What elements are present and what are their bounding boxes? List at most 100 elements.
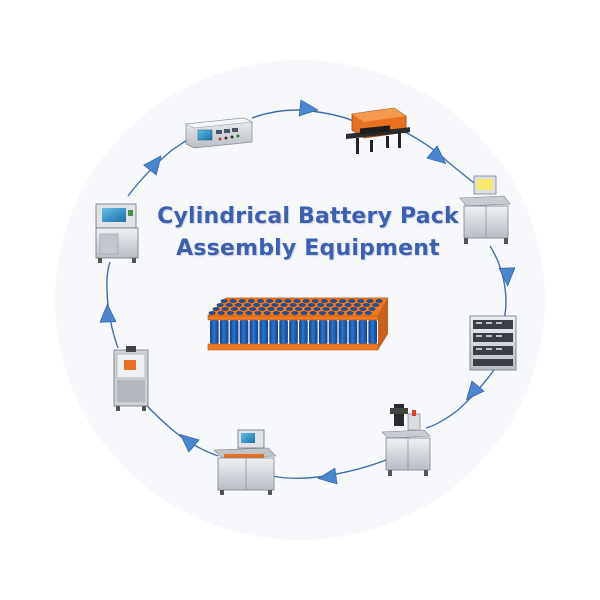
cell-terminal <box>317 303 325 307</box>
cell-terminal <box>234 303 242 307</box>
cell-terminal <box>289 303 297 307</box>
cell-terminal <box>249 307 257 311</box>
cell-terminal <box>226 311 234 315</box>
battery-cell <box>259 320 269 344</box>
cell-terminal <box>257 299 265 303</box>
cell-terminal <box>243 303 251 307</box>
arrow-2 <box>426 145 447 165</box>
battery-cell <box>299 320 308 344</box>
cell-terminal <box>295 307 303 311</box>
cell-terminal <box>313 307 321 311</box>
cycle-line-2 <box>404 131 479 187</box>
battery-cell <box>338 320 348 344</box>
cell-terminal <box>353 303 361 307</box>
cell-terminal <box>375 299 383 303</box>
cell-terminal <box>309 311 317 315</box>
shrink-tunnel-machine-icon <box>346 107 410 154</box>
cell-terminal <box>364 311 372 315</box>
battery-cell <box>279 320 288 344</box>
cell-terminal <box>293 299 301 303</box>
cell-terminal <box>300 311 308 315</box>
cycle-line-5 <box>271 459 387 479</box>
cell-terminal <box>368 307 376 311</box>
battery-cell <box>249 320 259 344</box>
cell-terminal <box>362 303 370 307</box>
holder-bottom <box>207 343 379 351</box>
cell-terminal <box>280 303 288 307</box>
cell-bodies <box>210 320 377 344</box>
cell-terminal <box>275 299 283 303</box>
arrow-5 <box>317 467 338 485</box>
cell-terminal <box>272 311 280 315</box>
battery-cell <box>210 320 219 344</box>
cell-terminal <box>217 311 225 315</box>
cell-tops <box>208 299 383 315</box>
cycle-line-7 <box>106 261 119 349</box>
aging-cabinet-icon <box>469 315 517 371</box>
cell-terminal <box>331 307 339 311</box>
cell-terminal <box>335 303 343 307</box>
cell-terminal <box>285 307 293 311</box>
battery-cell <box>368 320 377 344</box>
cell-terminal <box>359 307 367 311</box>
cell-terminal <box>284 299 292 303</box>
holder-mid <box>207 315 379 321</box>
battery-cell <box>289 320 298 344</box>
cell-terminal <box>366 299 374 303</box>
battery-cell <box>229 320 239 344</box>
cell-terminal <box>339 299 347 303</box>
battery-cell <box>318 320 328 344</box>
cell-terminal <box>291 311 299 315</box>
cell-terminal <box>302 299 310 303</box>
battery-cell <box>269 320 278 344</box>
cell-terminal <box>236 311 244 315</box>
spot-welding-machine-icon <box>213 429 277 495</box>
cell-terminal <box>221 307 229 311</box>
cell-terminal <box>329 299 337 303</box>
cell-terminal <box>247 299 255 303</box>
cell-terminal <box>282 311 290 315</box>
cycle-line-1 <box>251 109 361 125</box>
cell-terminal <box>208 311 216 315</box>
automatic-sorter-icon <box>95 203 139 263</box>
arrow-7 <box>99 303 117 323</box>
cell-terminal <box>348 299 356 303</box>
battery-cell <box>348 320 358 344</box>
arrow-6 <box>179 433 200 453</box>
cell-terminal <box>307 303 315 307</box>
holder-side <box>378 298 388 350</box>
arrow-1 <box>298 99 319 117</box>
cell-terminal <box>372 303 380 307</box>
cell-terminal <box>357 299 365 303</box>
cell-terminal <box>240 307 248 311</box>
battery-pack-image <box>207 297 389 351</box>
cell-terminal <box>271 303 279 307</box>
cell-terminal <box>355 311 363 315</box>
diagram-title-line-1: Cylindrical Battery Pack <box>157 204 459 229</box>
cell-terminal <box>344 303 352 307</box>
cell-terminal <box>276 307 284 311</box>
cell-terminal <box>258 307 266 311</box>
cell-terminal <box>350 307 358 311</box>
cell-terminal <box>238 299 246 303</box>
cell-terminal <box>262 303 270 307</box>
battery-tester-icon <box>185 117 253 149</box>
cell-terminal <box>346 311 354 315</box>
battery-cell <box>328 320 338 344</box>
cell-terminal <box>304 307 312 311</box>
cell-terminal <box>245 311 253 315</box>
cell-terminal <box>337 311 345 315</box>
battery-cell <box>219 320 229 344</box>
cell-terminal <box>298 303 306 307</box>
insulation-paper-machine-icon <box>381 404 431 476</box>
cell-terminal <box>263 311 271 315</box>
cell-terminal <box>266 299 274 303</box>
cycle-arrows <box>99 99 516 485</box>
sorting-machine-icon <box>459 175 511 244</box>
cell-terminal <box>340 307 348 311</box>
arrow-4 <box>465 380 485 401</box>
arrow-8 <box>143 155 162 176</box>
cell-terminal <box>326 303 334 307</box>
cell-terminal <box>254 311 262 315</box>
